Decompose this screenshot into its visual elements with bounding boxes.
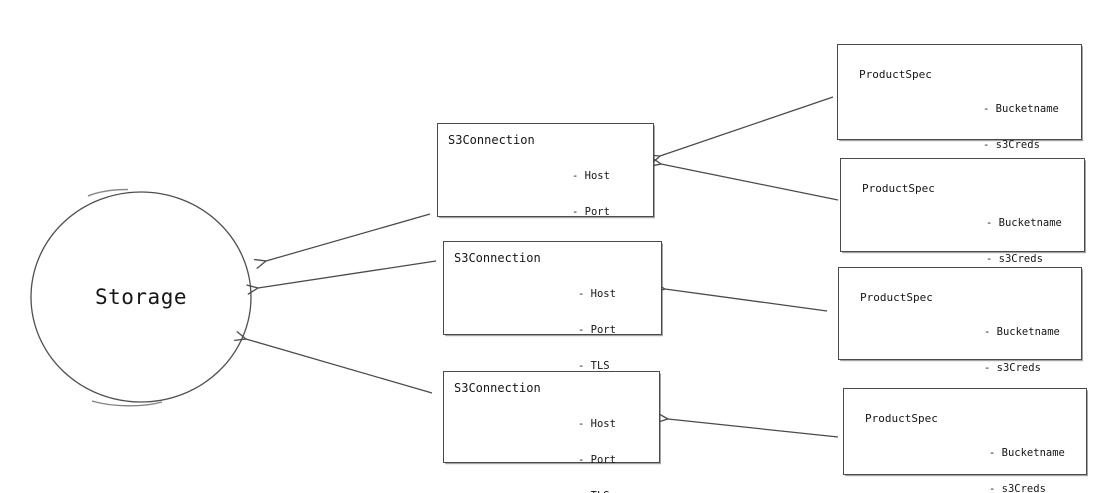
attribute: - Port	[578, 324, 616, 336]
attribute: - TLS	[578, 490, 616, 493]
node-title: ProductSpec	[862, 182, 935, 195]
node-attributes: - Bucketname - s3Creds	[984, 302, 1060, 398]
node-attributes: - Bucketname - s3Creds	[983, 79, 1059, 175]
arrow-product-spec-4-to-s3-connection-3	[656, 412, 839, 438]
storage-circle-sketch-overlap-bottom	[91, 400, 163, 407]
arrow-s3-connection-2-to-storage	[246, 260, 437, 295]
s3-connection-node-3: S3Connection - Host - Port - TLS	[443, 371, 660, 493]
product-spec-node-3: ProductSpec - Bucketname - s3Creds	[838, 267, 1082, 374]
attribute: - s3Creds	[986, 253, 1043, 265]
node-title: ProductSpec	[860, 291, 933, 304]
attribute: - s3Creds	[984, 362, 1041, 374]
product-spec-node-4: ProductSpec - Bucketname - s3Creds	[843, 388, 1087, 493]
product-spec-node-2: ProductSpec - Bucketname - s3Creds	[840, 158, 1085, 265]
attribute: - Bucketname	[986, 217, 1062, 229]
attribute: - Host	[578, 418, 616, 430]
attribute: - s3Creds	[983, 139, 1040, 151]
node-attributes: - Host - Port - TLS	[578, 394, 616, 493]
attribute: - Bucketname	[989, 447, 1065, 459]
node-attributes: - Host - Port - TLS	[578, 264, 616, 396]
storage-circle	[30, 191, 252, 403]
arrow-product-spec-3-to-s3-connection-2	[653, 282, 828, 312]
node-attributes: - Bucketname - s3Creds	[986, 193, 1062, 289]
arrow-s3-connection-1-to-storage	[254, 213, 431, 269]
attribute: - s3Creds	[989, 483, 1046, 493]
attribute: - Host	[572, 170, 610, 182]
s3-connection-node-2: S3Connection - Host - Port - TLS	[443, 241, 662, 372]
attribute: - Port	[578, 454, 616, 466]
arrow-product-spec-1-to-s3-connection-1	[647, 96, 834, 165]
product-spec-node-1: ProductSpec - Bucketname - s3Creds	[837, 44, 1082, 151]
node-title: ProductSpec	[859, 68, 932, 81]
arrow-s3-connection-3-to-storage	[234, 331, 433, 394]
arrow-product-spec-2-to-s3-connection-1	[649, 156, 839, 201]
storage-node-label: Storage	[94, 285, 187, 309]
attribute: - Bucketname	[984, 326, 1060, 338]
attribute: - Host	[578, 288, 616, 300]
storage-circle-sketch-overlap-top	[87, 188, 129, 197]
node-title: S3Connection	[448, 133, 535, 147]
node-title: S3Connection	[454, 381, 541, 395]
node-attributes: - Bucketname - s3Creds	[989, 423, 1065, 493]
node-title: S3Connection	[454, 251, 541, 265]
attribute: - Bucketname	[983, 103, 1059, 115]
s3-connection-node-1: S3Connection - Host - Port - TLS	[437, 123, 654, 254]
attribute: - Port	[572, 206, 610, 218]
node-title: ProductSpec	[865, 412, 938, 425]
attribute: - TLS	[578, 360, 610, 372]
